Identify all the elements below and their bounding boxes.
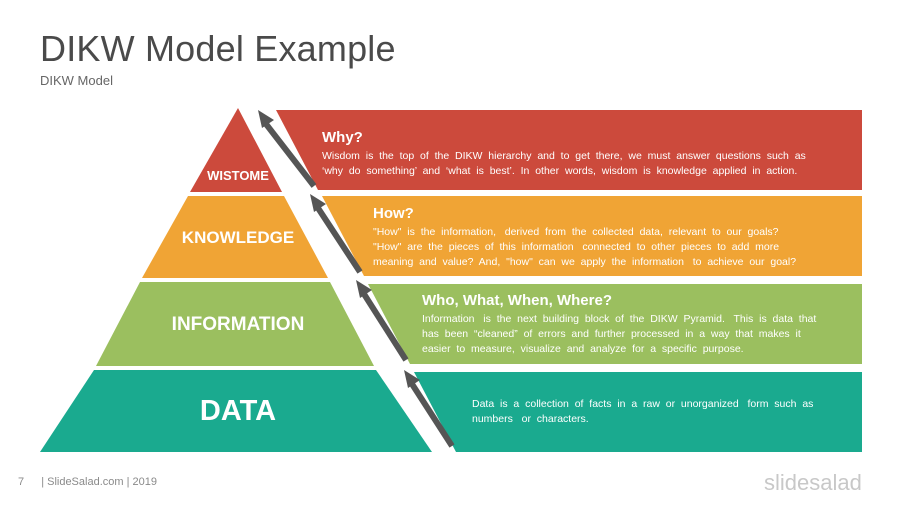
box-heading-wisdom: Why? [322, 129, 363, 146]
box-text-information-line-2: has been “cleaned” of errors and further… [422, 328, 801, 340]
box-knowledge [322, 196, 862, 276]
pyramid-label-information: INFORMATION [172, 314, 305, 335]
footer: 7 | SlideSalad.com | 2019 [18, 476, 157, 488]
pyramid-level-information [96, 282, 374, 366]
arrow-wisdom-top [258, 110, 317, 188]
box-text-data-line-2: numbers or characters. [472, 413, 589, 425]
box-text-knowledge-line-3: meaning and value? And, "how" can we app… [373, 256, 796, 268]
arrow-knowledge-to-wisdom [310, 194, 363, 274]
box-text-knowledge-line-1: "How" is the information, derived from t… [373, 226, 779, 238]
pyramid-label-data: DATA [200, 395, 276, 427]
box-text-information-line-1: Information is the next building block o… [422, 313, 816, 325]
box-heading-information: Who, What, When, Where? [422, 292, 612, 309]
pyramid-level-knowledge [142, 196, 328, 278]
slide-subtitle: DIKW Model [40, 73, 113, 88]
pyramid-level-wisdom [190, 108, 282, 192]
arrow-information-to-knowledge [356, 280, 409, 362]
pyramid-label-knowledge: KNOWLEDGE [182, 228, 294, 247]
box-text-wisdom-line-2: ‘why do something’ and ‘what is best’. I… [322, 165, 797, 177]
page-number: 7 [18, 476, 25, 488]
footer-credit: | SlideSalad.com | 2019 [41, 476, 157, 488]
box-heading-knowledge: How? [373, 205, 414, 222]
box-text-knowledge-line-2: "How" are the pieces of this information… [373, 241, 779, 253]
arrow-data-to-information [404, 370, 455, 448]
pyramid-label-wisdom: WISTOME [207, 168, 269, 183]
box-information [368, 284, 862, 364]
box-text-data-line-1: Data is a collection of facts in a raw o… [472, 398, 813, 410]
box-text-information-line-3: easier to measure, visualize and analyze… [422, 343, 744, 355]
box-wisdom [276, 110, 862, 190]
pyramid-level-data [40, 370, 432, 452]
box-data [414, 372, 862, 452]
brand-logo: slidesalad [764, 470, 862, 495]
box-text-wisdom-line-1: Wisdom is the top of the DIKW hierarchy … [322, 150, 806, 162]
slide-title: DIKW Model Example [40, 28, 396, 69]
